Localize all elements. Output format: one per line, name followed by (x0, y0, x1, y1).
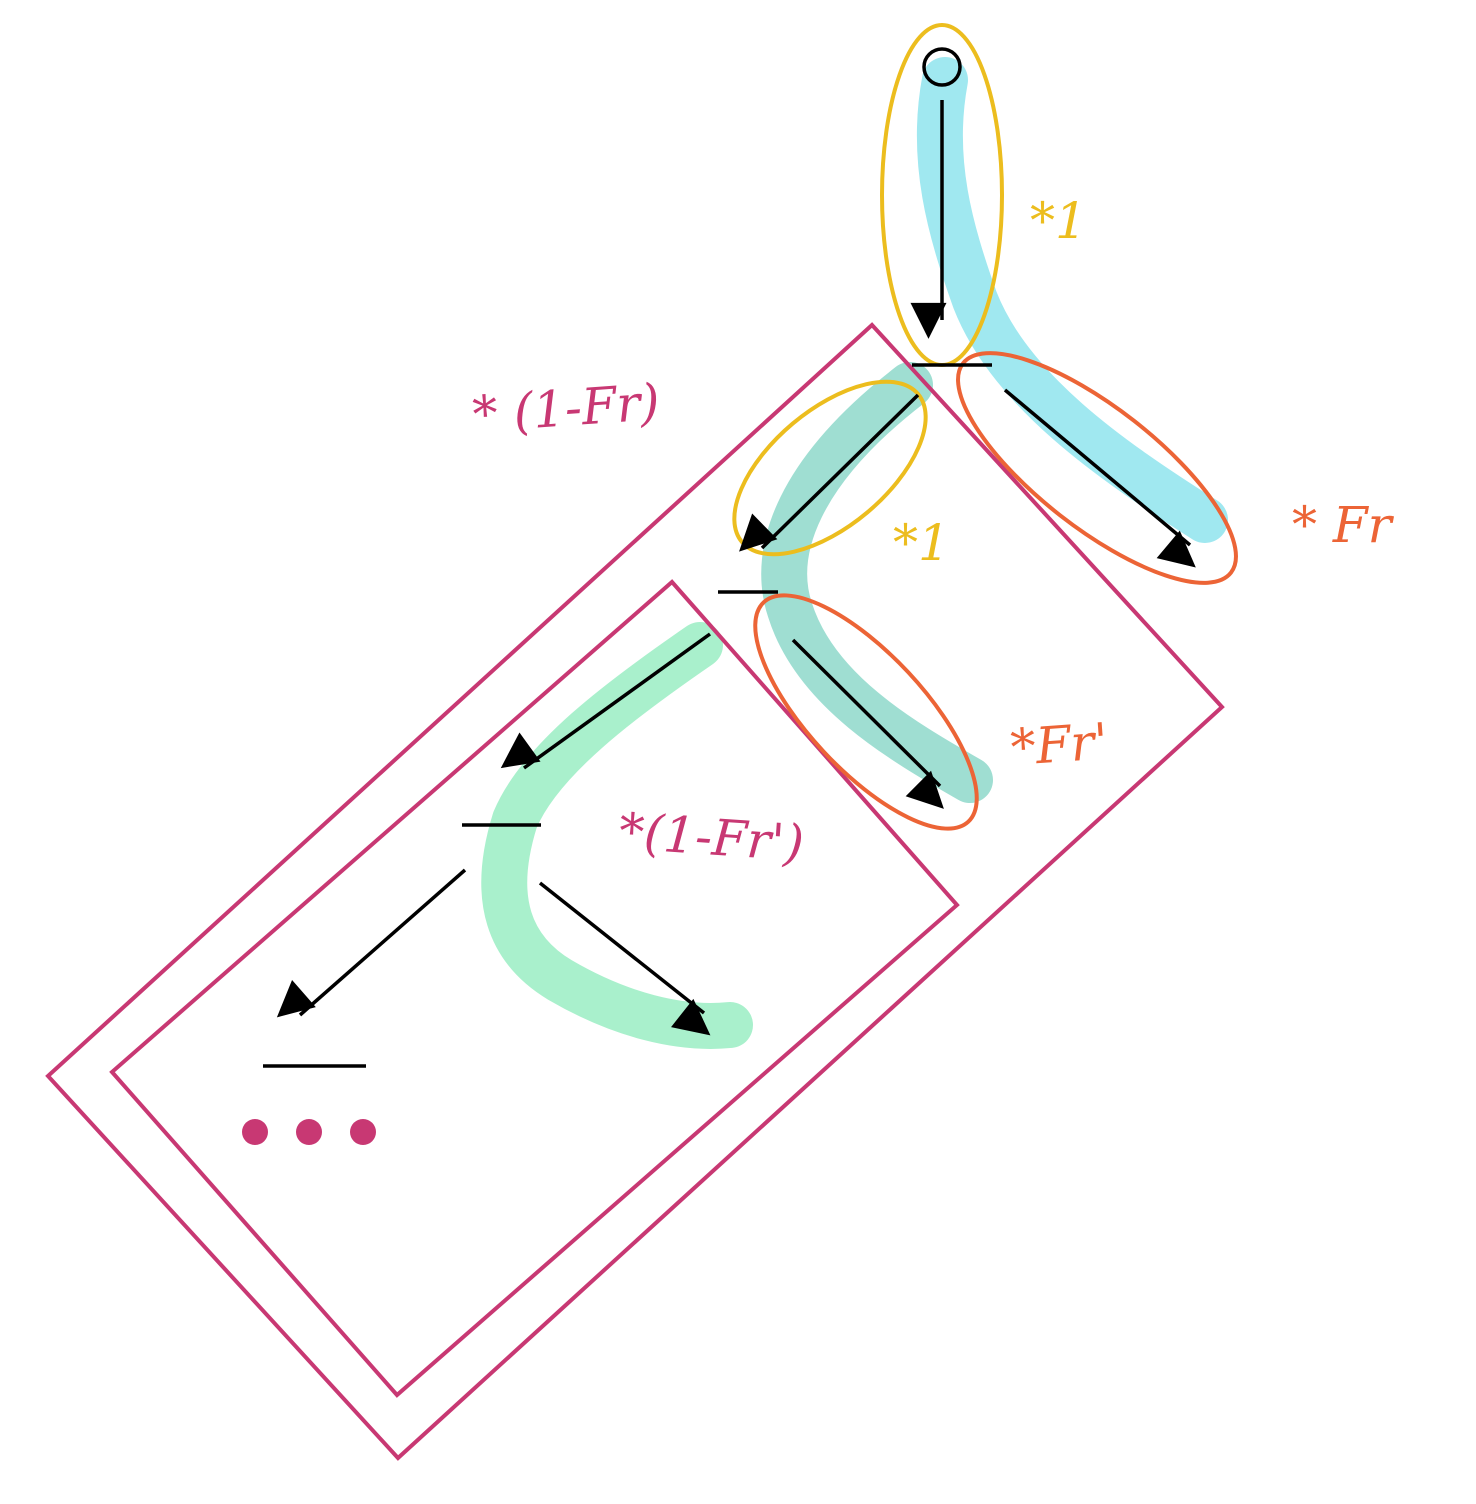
arrow-to-lower-node (500, 632, 712, 770)
outer-magenta-box (45, 322, 1225, 1461)
arrow-to-mid-node (739, 393, 920, 552)
green-highlight-path (481, 622, 753, 1049)
arrow-to-mid-leaf (791, 638, 944, 809)
arrow-to-right-leaf (1003, 388, 1196, 568)
start-node (922, 47, 962, 87)
one-minus-fr-prime-label: *(1-Fr') (617, 802, 806, 873)
arrow-to-bottom-node (276, 868, 467, 1018)
mid-orange-ellipse (753, 593, 979, 831)
continuation-dot (242, 1119, 268, 1145)
continuation-dot (350, 1119, 376, 1145)
one-minus-fr-label: * (1-Fr) (471, 373, 662, 444)
top-weight-label: *1 (1030, 192, 1087, 250)
inner-magenta-box (109, 579, 960, 1398)
mid-weight-label: *1 (893, 514, 950, 572)
arrow-to-lower-leaf (538, 881, 711, 1036)
cyan-highlight-path (916, 57, 1228, 543)
continuation-dot (296, 1119, 322, 1145)
right-weight-label: * Fr (1292, 496, 1395, 554)
fr-prime-label: *Fr' (1009, 712, 1110, 777)
teal-highlight-path (761, 362, 993, 803)
